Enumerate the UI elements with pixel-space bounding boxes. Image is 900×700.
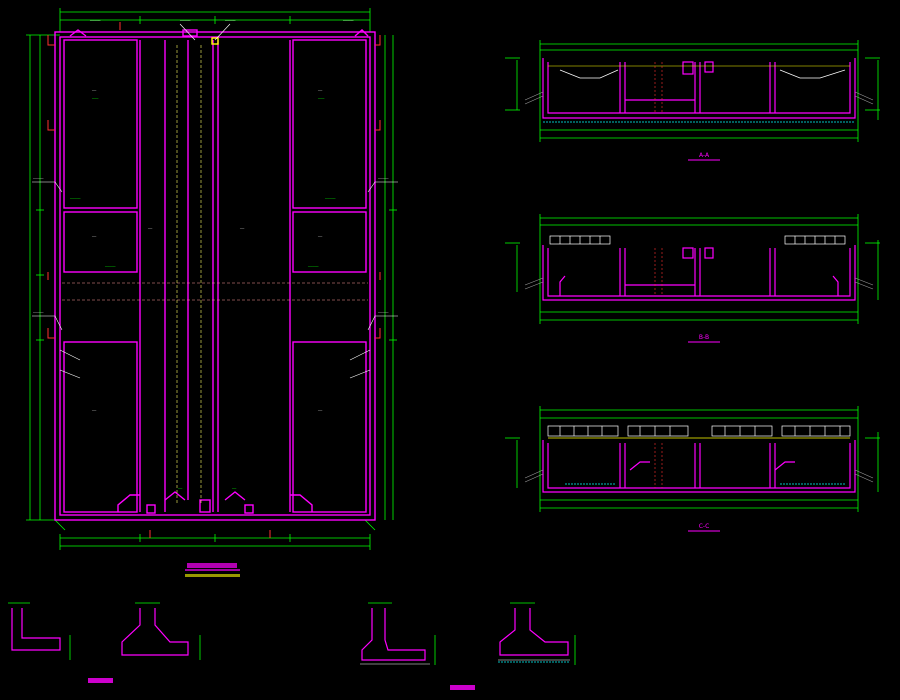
svg-text:─────: ───── — [32, 311, 44, 315]
svg-text:─────: ───── — [324, 197, 336, 201]
svg-text:──: ── — [239, 227, 245, 231]
section-a-title: A-A — [699, 152, 710, 159]
svg-text:─────: ───── — [69, 197, 81, 201]
svg-text:─────: ───── — [377, 177, 389, 181]
svg-text:─────: ───── — [377, 311, 389, 315]
svg-text:───: ─── — [91, 97, 99, 101]
svg-text:──: ── — [317, 409, 323, 413]
svg-text:──: ── — [317, 235, 323, 239]
wall-details — [8, 602, 576, 690]
section-c-c: C-C — [505, 406, 880, 532]
svg-text:───: ─── — [317, 97, 325, 101]
svg-text:─────: ───── — [179, 19, 191, 23]
section-a-a: A-A — [505, 40, 880, 161]
svg-text:─────: ───── — [307, 265, 319, 269]
svg-text:─────: ───── — [104, 265, 116, 269]
section-c-title: C-C — [699, 523, 710, 530]
svg-text:──: ── — [317, 89, 323, 93]
section-b-b: B-B — [505, 214, 880, 343]
svg-text:──: ── — [91, 235, 97, 239]
svg-text:──: ── — [231, 487, 237, 491]
svg-text:──: ── — [91, 409, 97, 413]
svg-text:─────: ───── — [89, 19, 101, 23]
svg-text:──: ── — [147, 227, 153, 231]
plan-view: ───── ───── ───── ───── ───── ───── ────… — [26, 8, 398, 577]
svg-text:──: ── — [91, 89, 97, 93]
section-b-title: B-B — [699, 334, 709, 341]
svg-text:──: ── — [177, 487, 183, 491]
svg-text:─────: ───── — [342, 19, 354, 23]
svg-text:─────: ───── — [224, 19, 236, 23]
svg-text:─────: ───── — [32, 177, 44, 181]
